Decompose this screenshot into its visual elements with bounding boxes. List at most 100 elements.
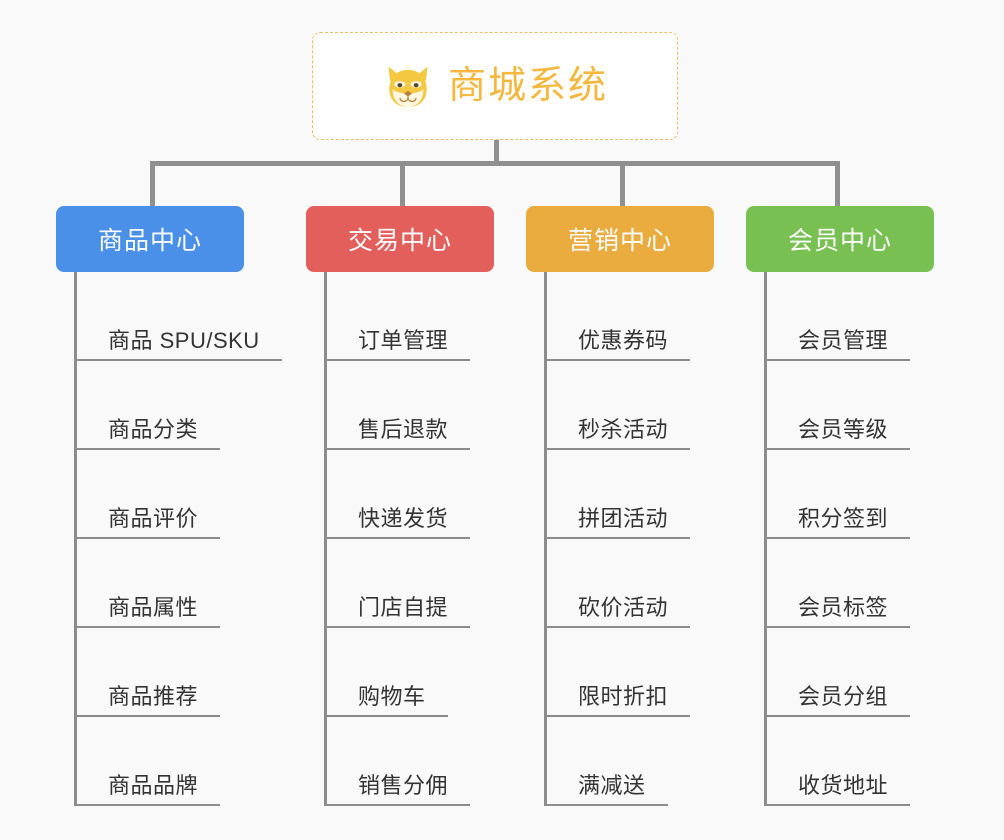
leaf-label: 商品评价 xyxy=(108,505,199,531)
leaf-item[interactable]: 会员分组 xyxy=(764,628,934,717)
leaf-label: 销售分佣 xyxy=(358,772,449,798)
leaf-underline: 订单管理 xyxy=(324,327,471,361)
leaf-item[interactable]: 售后退款 xyxy=(324,361,494,450)
leaf-trunk-line xyxy=(324,272,327,806)
leaf-item[interactable]: 商品 SPU/SKU xyxy=(74,272,282,361)
leaf-label: 收货地址 xyxy=(798,772,889,798)
leaf-label: 会员等级 xyxy=(798,416,889,442)
leaf-trunk-line xyxy=(544,272,547,806)
category-label: 交易中心 xyxy=(347,227,452,255)
leaf-item[interactable]: 商品推荐 xyxy=(74,628,244,717)
leaf-label: 砍价活动 xyxy=(578,594,669,620)
column-product-center: 商品中心商品 SPU/SKU 商品分类商品评价商品属性商品推荐商品品牌 xyxy=(56,206,282,806)
leaf-underline: 秒杀活动 xyxy=(544,416,691,450)
leaf-label: 商品 SPU/SKU xyxy=(108,327,260,353)
leaf-label: 售后退款 xyxy=(358,416,449,442)
leaf-underline: 商品品牌 xyxy=(74,772,221,806)
leaf-label: 满减送 xyxy=(578,772,646,798)
root-title: 商城系统 xyxy=(447,65,608,107)
leaf-list-member-center: 会员管理会员等级积分签到会员标签会员分组收货地址 xyxy=(764,272,934,806)
leaf-trunk-line xyxy=(764,272,767,806)
leaf-label: 门店自提 xyxy=(358,594,449,620)
leaf-underline: 会员等级 xyxy=(764,416,911,450)
category-box-marketing-center[interactable]: 营销中心 xyxy=(526,206,714,272)
leaf-item[interactable]: 商品品牌 xyxy=(74,717,244,806)
connector-drop-0 xyxy=(150,161,155,206)
leaf-label: 限时折扣 xyxy=(578,683,669,709)
leaf-item[interactable]: 会员标签 xyxy=(764,539,934,628)
leaf-label: 积分签到 xyxy=(798,505,889,531)
leaf-item[interactable]: 商品评价 xyxy=(74,450,244,539)
leaf-underline: 限时折扣 xyxy=(544,683,691,717)
leaf-item[interactable]: 门店自提 xyxy=(324,539,494,628)
leaf-item[interactable]: 满减送 xyxy=(544,717,714,806)
leaf-underline: 商品评价 xyxy=(74,505,221,539)
root-node[interactable]: 商城系统 xyxy=(312,32,678,140)
leaf-label: 会员分组 xyxy=(798,683,889,709)
leaf-item[interactable]: 积分签到 xyxy=(764,450,934,539)
leaf-label: 拼团活动 xyxy=(578,505,669,531)
category-label: 商品中心 xyxy=(97,227,202,255)
leaf-item[interactable]: 秒杀活动 xyxy=(544,361,714,450)
leaf-item[interactable]: 限时折扣 xyxy=(544,628,714,717)
leaf-label: 商品推荐 xyxy=(108,683,199,709)
leaf-item[interactable]: 拼团活动 xyxy=(544,450,714,539)
category-box-member-center[interactable]: 会员中心 xyxy=(746,206,934,272)
leaf-underline: 会员管理 xyxy=(764,327,911,361)
leaf-underline: 门店自提 xyxy=(324,594,471,628)
leaf-label: 优惠券码 xyxy=(578,327,669,353)
leaf-label: 商品分类 xyxy=(108,416,199,442)
leaf-item[interactable]: 购物车 xyxy=(324,628,494,717)
leaf-underline: 商品推荐 xyxy=(74,683,221,717)
leaf-item[interactable]: 快递发货 xyxy=(324,450,494,539)
shiba-dog-face-icon xyxy=(388,66,428,108)
leaf-label: 商品品牌 xyxy=(108,772,199,798)
leaf-label: 购物车 xyxy=(358,683,426,709)
leaf-item[interactable]: 会员管理 xyxy=(764,272,934,361)
connector-stem xyxy=(494,140,499,166)
leaf-underline: 收货地址 xyxy=(764,772,911,806)
leaf-label: 会员标签 xyxy=(798,594,889,620)
column-trade-center: 交易中心订单管理售后退款快递发货门店自提购物车销售分佣 xyxy=(306,206,494,806)
leaf-underline: 售后退款 xyxy=(324,416,471,450)
leaf-item[interactable]: 订单管理 xyxy=(324,272,494,361)
leaf-list-product-center: 商品 SPU/SKU 商品分类商品评价商品属性商品推荐商品品牌 xyxy=(74,272,282,806)
column-member-center: 会员中心会员管理会员等级积分签到会员标签会员分组收货地址 xyxy=(746,206,934,806)
leaf-label: 商品属性 xyxy=(108,594,199,620)
category-label: 营销中心 xyxy=(567,227,672,255)
leaf-underline: 购物车 xyxy=(324,683,448,717)
leaf-underline: 积分签到 xyxy=(764,505,911,539)
leaf-list-marketing-center: 优惠券码秒杀活动拼团活动砍价活动限时折扣满减送 xyxy=(544,272,714,806)
leaf-label: 会员管理 xyxy=(798,327,889,353)
leaf-underline: 满减送 xyxy=(544,772,668,806)
leaf-label: 快递发货 xyxy=(358,505,449,531)
leaf-item[interactable]: 会员等级 xyxy=(764,361,934,450)
leaf-underline: 拼团活动 xyxy=(544,505,691,539)
leaf-item[interactable]: 砍价活动 xyxy=(544,539,714,628)
leaf-label: 订单管理 xyxy=(358,327,449,353)
leaf-underline: 砍价活动 xyxy=(544,594,691,628)
leaf-underline: 会员分组 xyxy=(764,683,911,717)
leaf-label: 秒杀活动 xyxy=(578,416,669,442)
leaf-item[interactable]: 销售分佣 xyxy=(324,717,494,806)
leaf-item[interactable]: 商品属性 xyxy=(74,539,244,628)
connector-bar xyxy=(150,161,840,166)
leaf-underline: 销售分佣 xyxy=(324,772,471,806)
category-box-product-center[interactable]: 商品中心 xyxy=(56,206,244,272)
leaf-underline: 会员标签 xyxy=(764,594,911,628)
connector-drop-2 xyxy=(620,161,625,206)
leaf-underline: 快递发货 xyxy=(324,505,471,539)
column-marketing-center: 营销中心优惠券码秒杀活动拼团活动砍价活动限时折扣满减送 xyxy=(526,206,714,806)
leaf-list-trade-center: 订单管理售后退款快递发货门店自提购物车销售分佣 xyxy=(324,272,494,806)
leaf-item[interactable]: 优惠券码 xyxy=(544,272,714,361)
leaf-item[interactable]: 收货地址 xyxy=(764,717,934,806)
leaf-item[interactable]: 商品分类 xyxy=(74,361,244,450)
leaf-underline: 商品 SPU/SKU xyxy=(74,327,282,361)
category-box-trade-center[interactable]: 交易中心 xyxy=(306,206,494,272)
category-label: 会员中心 xyxy=(787,227,892,255)
leaf-underline: 商品属性 xyxy=(74,594,221,628)
leaf-underline: 商品分类 xyxy=(74,416,221,450)
connector-drop-1 xyxy=(400,161,405,206)
connector-drop-3 xyxy=(835,161,840,206)
